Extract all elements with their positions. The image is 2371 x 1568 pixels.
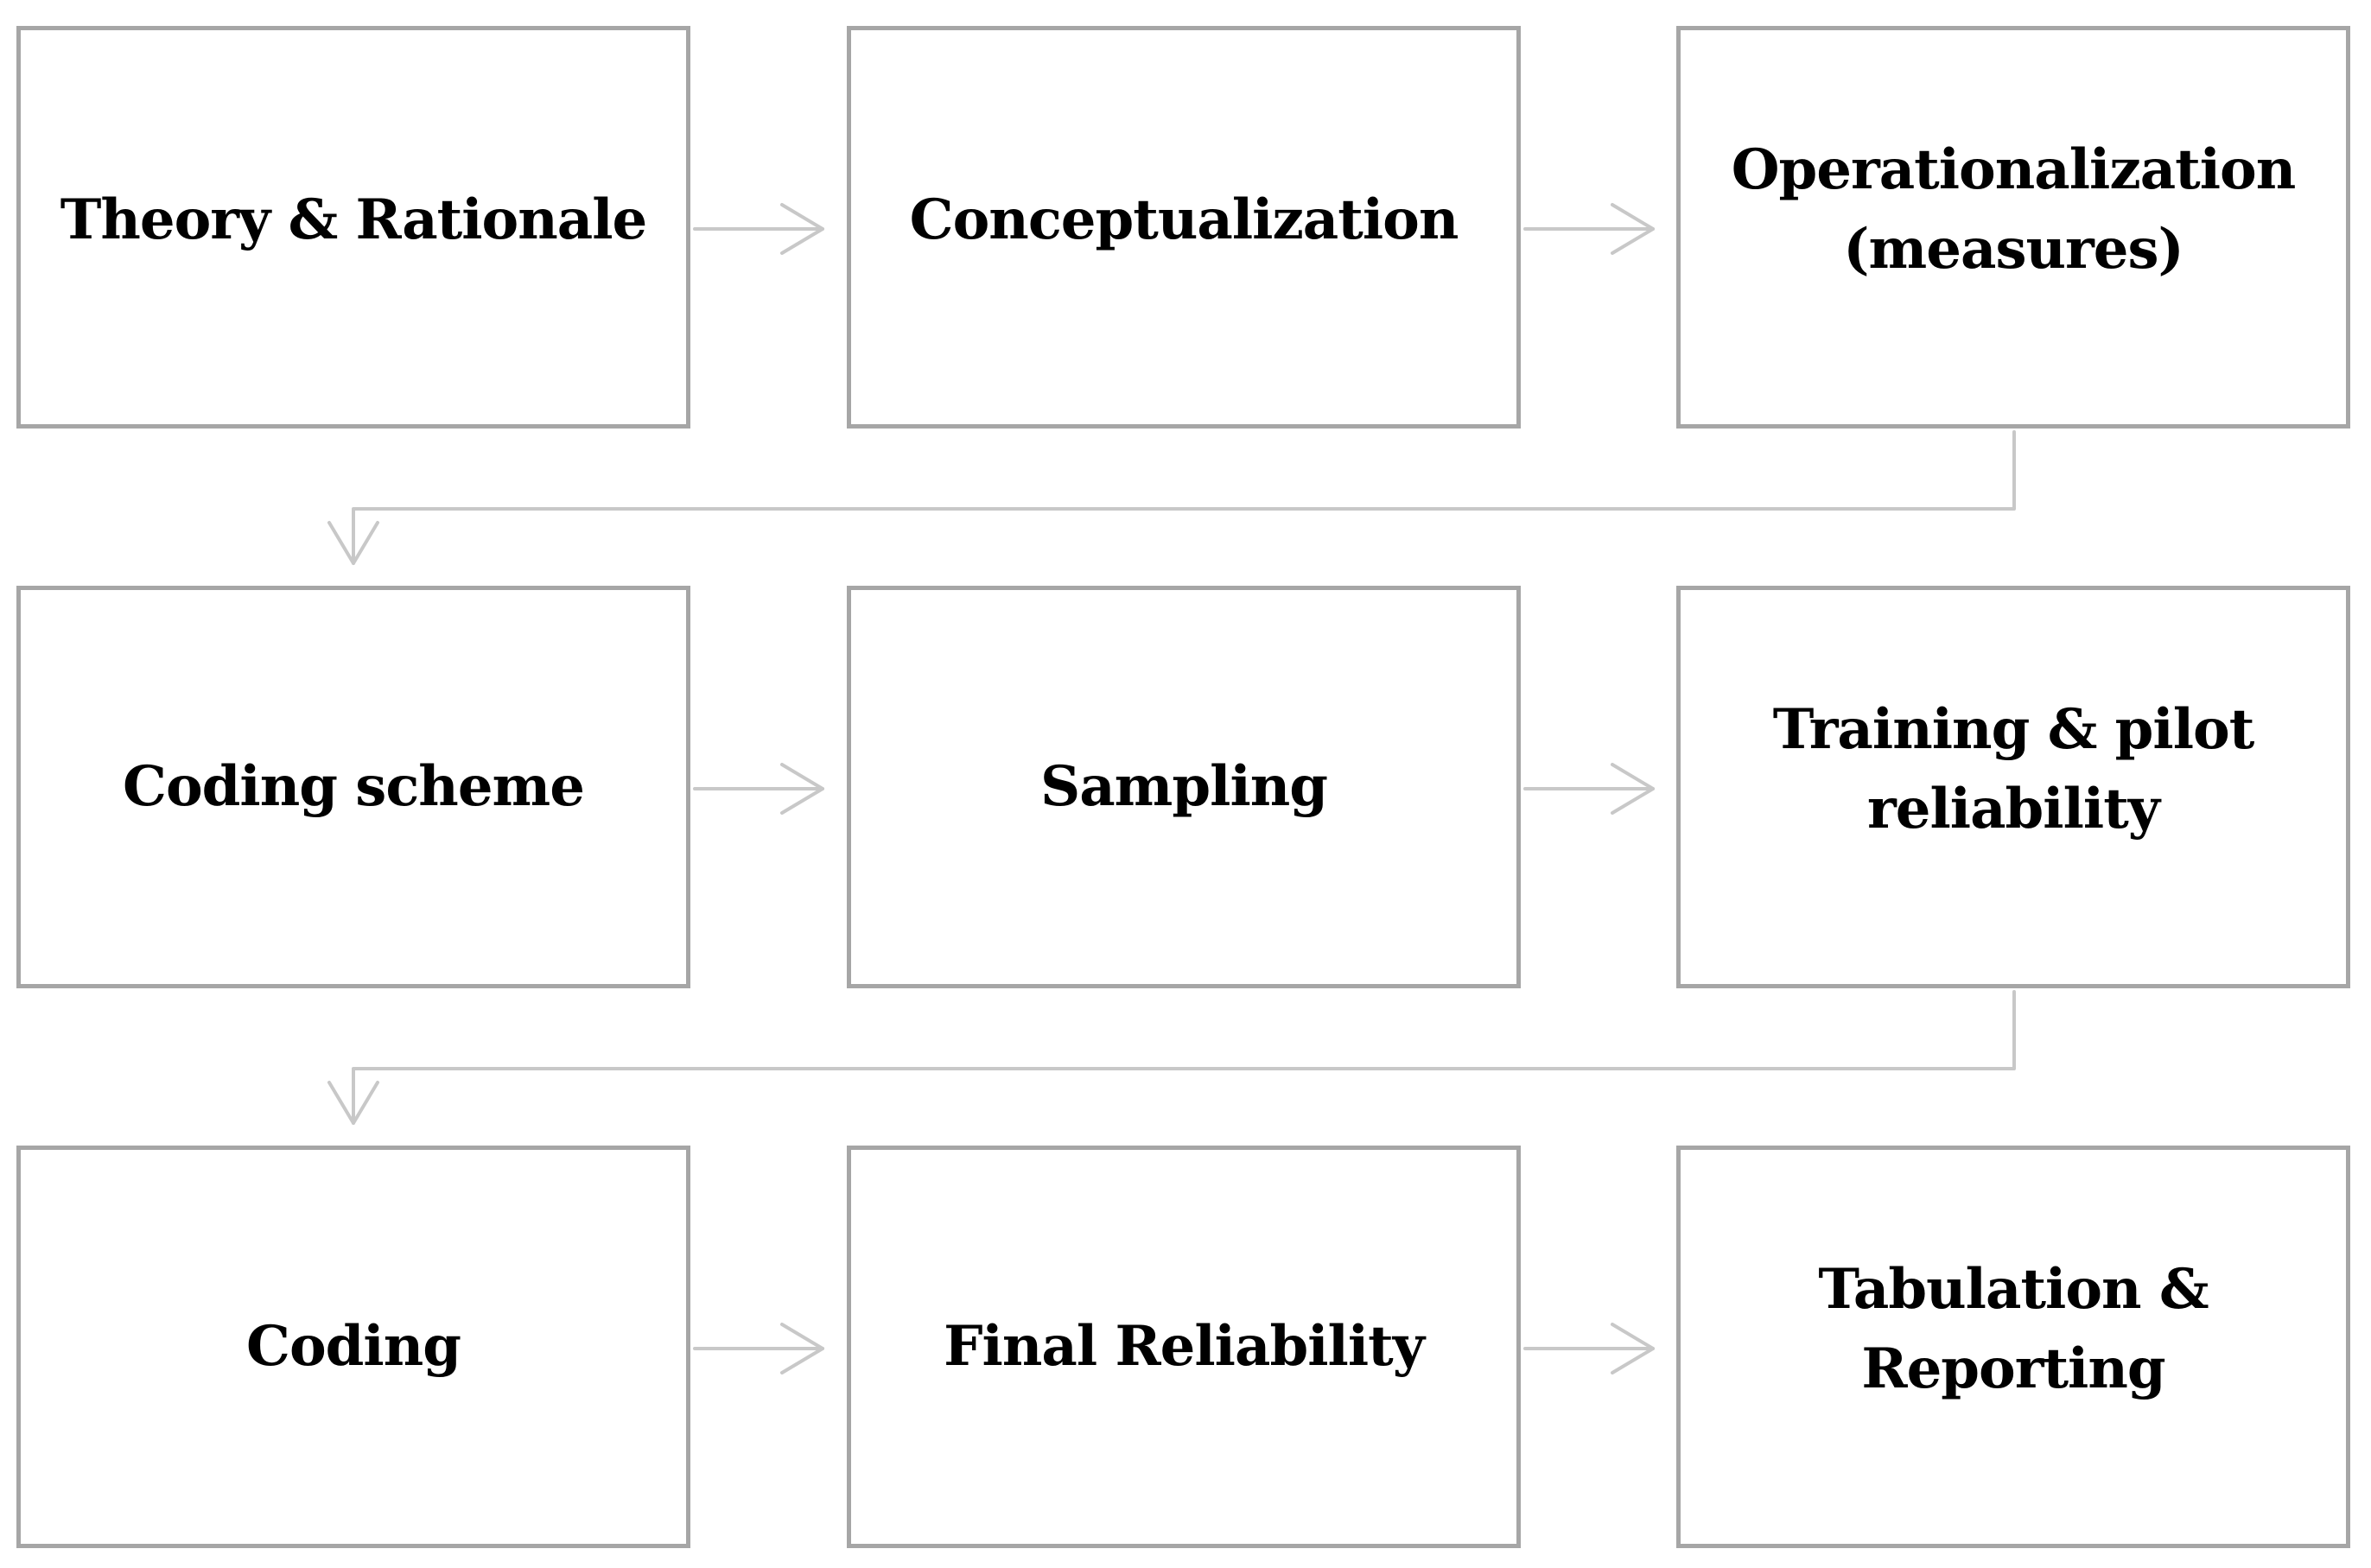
step-box-conceptualization: Conceptualization [847,26,1521,429]
step-box-tabulation-reporting: Tabulation & Reporting [1676,1146,2350,1548]
step-label: Coding [246,1314,461,1379]
step-box-sampling: Sampling [847,586,1521,988]
step-label: Final Reliability [944,1314,1425,1379]
step-label: Training & pilot reliability [1772,697,2255,841]
arrow-sampling-to-training [1523,763,1655,815]
arrow-training-to-coding [327,990,2016,1125]
arrow-coding-scheme-to-sampling [693,763,824,815]
step-label: Tabulation & Reporting [1818,1257,2209,1401]
arrow-final-reliability-to-tabulation [1523,1323,1655,1374]
step-label: Theory & Rationale [60,187,648,252]
arrow-coding-to-final-reliability [693,1323,824,1374]
arrow-conceptualization-to-operationalization [1523,203,1655,255]
step-box-training-pilot-reliability: Training & pilot reliability [1676,586,2350,988]
step-label: Coding scheme [123,754,585,819]
step-box-coding: Coding [16,1146,690,1548]
step-box-theory-rationale: Theory & Rationale [16,26,690,429]
step-box-operationalization: Operationalization (measures) [1676,26,2350,429]
arrow-operationalization-to-coding-scheme [327,430,2016,565]
step-box-final-reliability: Final Reliability [847,1146,1521,1548]
step-box-coding-scheme: Coding scheme [16,586,690,988]
step-label: Operationalization (measures) [1731,137,2296,282]
arrow-theory-to-conceptualization [693,203,824,255]
step-label: Sampling [1039,754,1328,819]
step-label: Conceptualization [909,187,1459,252]
